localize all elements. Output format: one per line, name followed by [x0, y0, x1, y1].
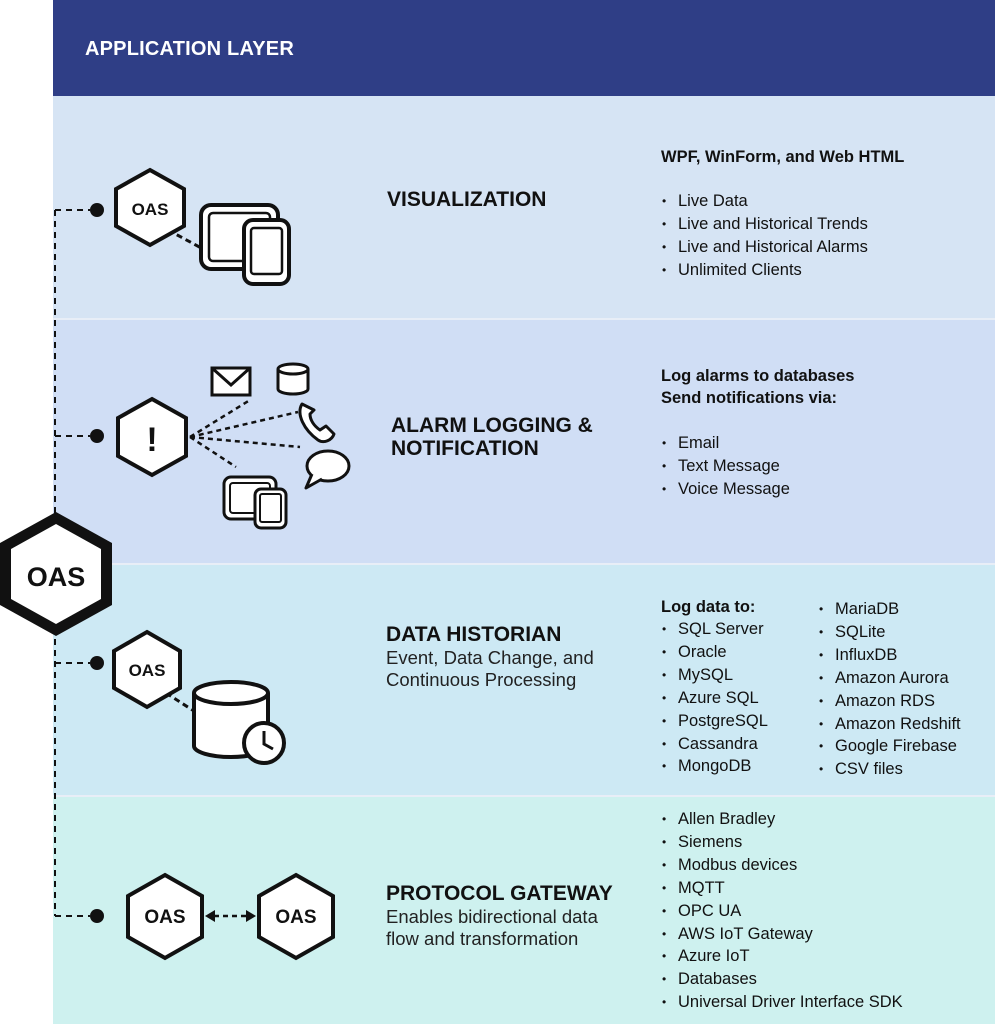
alarm-list: Email Text Message Voice Message — [661, 432, 790, 501]
list-item: Azure IoT — [661, 945, 903, 968]
application-layer-header: APPLICATION LAYER — [53, 0, 995, 96]
gateway-subtitle-line1: Enables bidirectional data — [386, 906, 598, 927]
database-icon — [276, 362, 310, 396]
list-item: MongoDB — [661, 755, 768, 778]
list-item: Amazon Aurora — [818, 667, 961, 690]
visualization-icon: OAS — [114, 167, 291, 286]
alarm-heading-line1: Log alarms to databases — [661, 367, 855, 385]
envelope-icon — [210, 366, 252, 397]
alarm-heading-line2: Send notifications via: — [661, 389, 838, 407]
alarm-title-line2: NOTIFICATION — [391, 437, 539, 460]
list-item: Live Data — [661, 190, 868, 213]
clock-icon — [242, 721, 286, 765]
list-item: Live and Historical Alarms — [661, 236, 868, 259]
alarm-section — [53, 318, 995, 563]
gateway-icon: OAS OAS — [126, 872, 335, 961]
list-item: Email — [661, 432, 790, 455]
list-item: Voice Message — [661, 478, 790, 501]
historian-title: DATA HISTORIAN — [386, 623, 562, 646]
visualization-title: VISUALIZATION — [387, 188, 547, 211]
arrow-right-icon — [246, 910, 256, 922]
gateway-oas-left-label: OAS — [144, 907, 185, 928]
header-title: APPLICATION LAYER — [85, 38, 294, 60]
list-item: SQLite — [818, 621, 961, 644]
visualization-oas-label: OAS — [132, 200, 169, 219]
alarm-title-line1: ALARM LOGGING & — [391, 414, 593, 437]
branch-alarm — [55, 429, 104, 443]
list-item: Universal Driver Interface SDK — [661, 991, 903, 1014]
list-item: Cassandra — [661, 733, 768, 756]
historian-list-col2: MariaDB SQLite InfluxDB Amazon Aurora Am… — [818, 598, 961, 781]
list-item: CSV files — [818, 758, 961, 781]
branch-gateway — [55, 909, 104, 923]
gateway-subtitle-line2: flow and transformation — [386, 928, 579, 949]
list-item: AWS IoT Gateway — [661, 923, 903, 946]
oas-hub-hexagon: OAS — [0, 512, 112, 636]
list-item: Unlimited Clients — [661, 259, 868, 282]
list-item: Azure SQL — [661, 687, 768, 710]
list-item: MariaDB — [818, 598, 961, 621]
historian-heading: Log data to: — [661, 598, 756, 616]
visualization-heading: WPF, WinForm, and Web HTML — [661, 148, 905, 166]
list-item: MySQL — [661, 664, 768, 687]
visualization-list: Live Data Live and Historical Trends Liv… — [661, 190, 868, 282]
list-item: OPC UA — [661, 900, 903, 923]
branch-visualization — [55, 203, 104, 217]
list-item: Google Firebase — [818, 735, 961, 758]
historian-list-col1: SQL Server Oracle MySQL Azure SQL Postgr… — [661, 618, 768, 778]
historian-subtitle: Event, Data Change, and Continuous Proce… — [386, 647, 594, 691]
historian-icon: OAS — [112, 629, 286, 765]
gateway-list: Allen Bradley Siemens Modbus devices MQT… — [661, 808, 903, 1014]
list-item: Allen Bradley — [661, 808, 903, 831]
list-item: Modbus devices — [661, 854, 903, 877]
list-item: Live and Historical Trends — [661, 213, 868, 236]
alarm-heading: Log alarms to databases Send notificatio… — [661, 365, 854, 409]
list-item: Oracle — [661, 641, 768, 664]
list-item: SQL Server — [661, 618, 768, 641]
gateway-subtitle: Enables bidirectional data flow and tran… — [386, 906, 598, 950]
list-item: Amazon Redshift — [818, 713, 961, 736]
list-item: InfluxDB — [818, 644, 961, 667]
list-item: Amazon RDS — [818, 690, 961, 713]
chat-bubble-icon — [304, 449, 351, 490]
branch-historian — [55, 656, 104, 670]
devices-icon — [222, 475, 288, 530]
list-item: Databases — [661, 968, 903, 991]
list-item: PostgreSQL — [661, 710, 768, 733]
historian-subtitle-line2: Continuous Processing — [386, 669, 577, 690]
list-item: Text Message — [661, 455, 790, 478]
alarm-icon-group: ! — [116, 362, 351, 530]
historian-subtitle-line1: Event, Data Change, and — [386, 647, 594, 668]
list-item: Siemens — [661, 831, 903, 854]
list-item: MQTT — [661, 877, 903, 900]
gateway-oas-right-label: OAS — [275, 907, 316, 928]
alarm-icon-label: ! — [146, 421, 157, 459]
historian-oas-label: OAS — [129, 661, 166, 680]
gateway-title: PROTOCOL GATEWAY — [386, 882, 613, 905]
arrow-left-icon — [205, 910, 215, 922]
phone-icon — [298, 402, 336, 444]
alarm-title: ALARM LOGGING & NOTIFICATION — [391, 414, 593, 460]
hub-label: OAS — [27, 562, 86, 592]
